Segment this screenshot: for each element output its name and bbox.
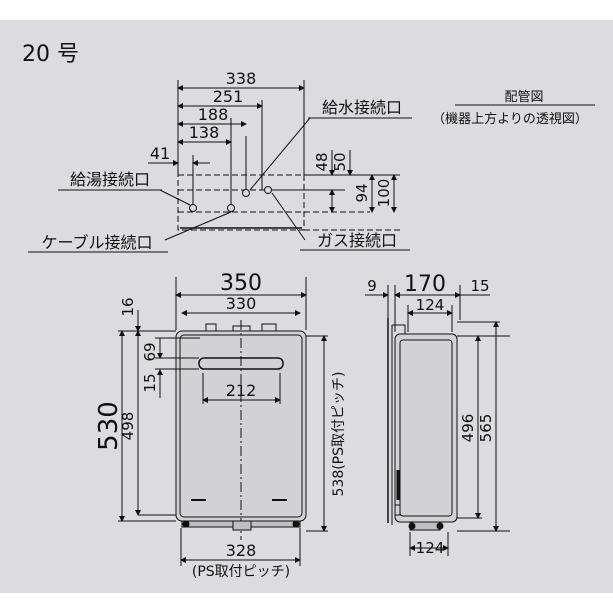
dim-100: 100 <box>375 179 393 208</box>
front-top-16: 16 <box>119 297 137 316</box>
side-height-565: 565 <box>477 414 495 443</box>
dim-188: 188 <box>198 105 229 124</box>
side-depth-170: 170 <box>404 272 446 297</box>
dim-94: 94 <box>353 183 371 202</box>
pipe-view <box>28 80 412 253</box>
side-bottom-124: 124 <box>416 539 445 557</box>
pipe-view-body-outline <box>177 174 305 231</box>
model-number: 20 号 <box>22 42 79 67</box>
dim-338: 338 <box>226 69 257 88</box>
side-dim-9: 9 <box>367 277 377 295</box>
callout-water-inlet: 給水接続口 <box>322 98 402 117</box>
dim-48: 48 <box>313 152 331 171</box>
front-height-498: 498 <box>119 412 137 441</box>
side-view <box>365 285 510 556</box>
pipe-view-subtitle: （機器上方よりの透視図） <box>432 111 588 127</box>
dim-41: 41 <box>150 144 170 163</box>
cable-inlet-port <box>227 204 235 212</box>
pipe-view-title: 配管図 <box>504 90 543 105</box>
front-dim-15: 15 <box>141 373 159 392</box>
side-top-124: 124 <box>416 296 445 314</box>
gas-inlet-port <box>264 186 272 194</box>
dim-251: 251 <box>213 87 244 106</box>
dim-138: 138 <box>189 123 220 142</box>
front-height-530: 530 <box>94 401 124 451</box>
front-bottom-328: 328 <box>226 541 257 560</box>
front-ps-pitch-538: 538(PS取付ピッチ) <box>331 372 347 497</box>
side-dim-15: 15 <box>470 277 489 295</box>
callout-cable-inlet: ケーブル接続口 <box>41 233 152 252</box>
side-body <box>394 333 458 523</box>
front-width-350: 350 <box>220 271 262 296</box>
front-width-330: 330 <box>226 294 257 313</box>
front-view <box>118 277 328 566</box>
front-dim-69: 69 <box>141 342 159 361</box>
callout-gas-inlet: ガス接続口 <box>317 231 397 250</box>
front-ps-pitch-bottom: (PS取付ピッチ) <box>192 564 290 580</box>
side-height-496: 496 <box>459 414 477 443</box>
water-inlet-port <box>242 189 250 197</box>
callout-hot-water-outlet: 給湯接続口 <box>70 170 150 189</box>
hot-water-outlet-port <box>189 204 197 212</box>
dim-50: 50 <box>331 152 349 171</box>
front-dim-212: 212 <box>226 381 257 400</box>
